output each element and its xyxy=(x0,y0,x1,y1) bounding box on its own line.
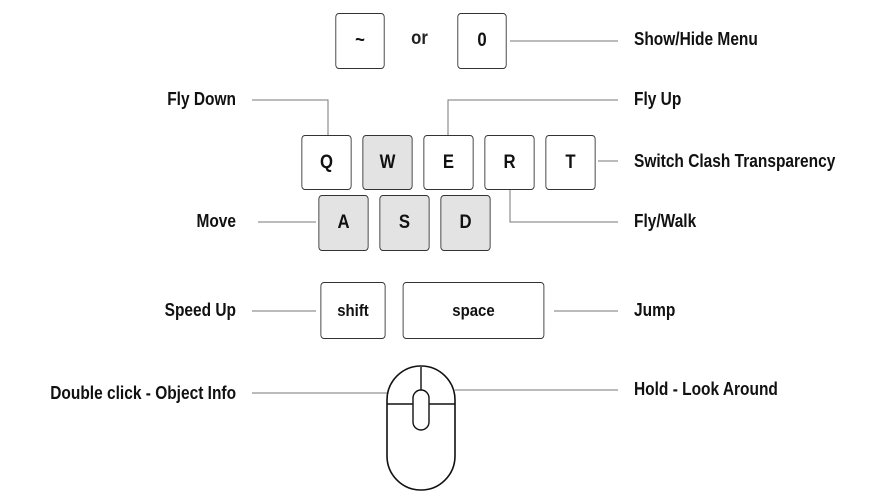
mouse-icon xyxy=(386,365,456,491)
key-t: T xyxy=(545,135,596,190)
label-fly-walk: Fly/Walk xyxy=(634,211,697,231)
label-move: Move xyxy=(196,211,236,231)
key-d: D xyxy=(440,195,491,251)
key-tilde: ~ xyxy=(335,13,385,69)
key-s: S xyxy=(379,195,430,251)
label-fly-up: Fly Up xyxy=(634,89,682,109)
label-fly-down: Fly Down xyxy=(167,89,236,109)
key-zero: 0 xyxy=(457,13,507,69)
key-a: A xyxy=(318,195,369,251)
or-text: or xyxy=(411,28,428,49)
key-w: W xyxy=(362,135,413,190)
label-look-around: Hold - Look Around xyxy=(634,379,778,399)
key-shift: shift xyxy=(320,282,386,339)
key-space: space xyxy=(402,282,545,339)
label-show-hide-menu: Show/Hide Menu xyxy=(634,29,758,49)
key-r: R xyxy=(484,135,535,190)
label-speed-up: Speed Up xyxy=(164,300,236,320)
label-switch-clash: Switch Clash Transparency xyxy=(634,151,836,171)
key-e: E xyxy=(423,135,474,190)
label-object-info: Double click - Object Info xyxy=(50,383,236,403)
label-jump: Jump xyxy=(634,300,676,320)
key-q: Q xyxy=(301,135,352,190)
